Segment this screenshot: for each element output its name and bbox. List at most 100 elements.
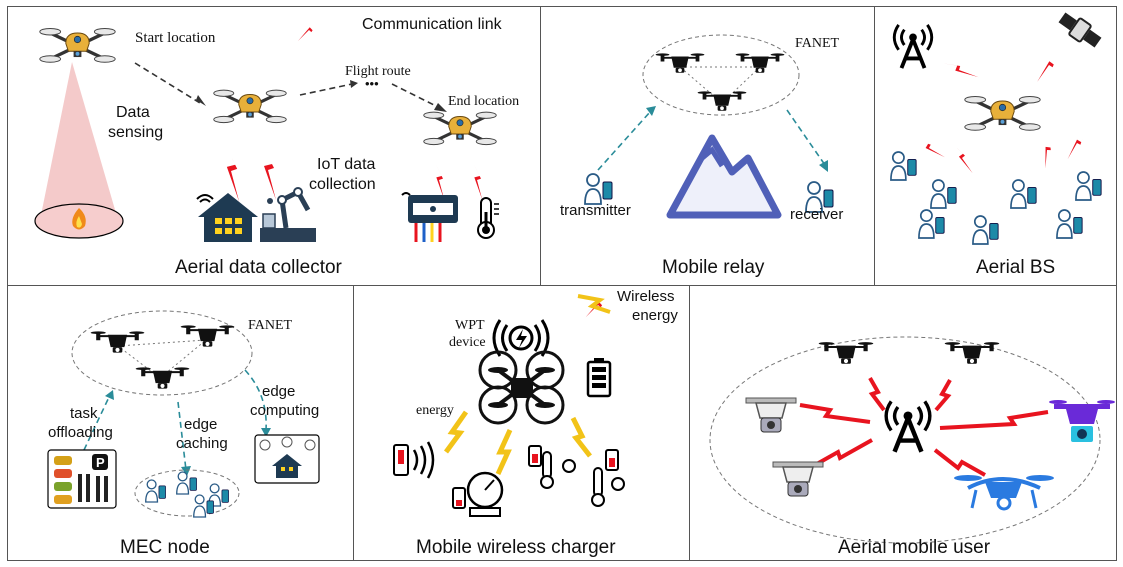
drone-icon [965, 96, 1040, 130]
lightning-icon [260, 140, 276, 200]
downlink-arrow [786, 109, 826, 166]
gauge-icon [452, 471, 504, 517]
uplink-arrow [597, 111, 651, 171]
data-sensing-label-1: Data [116, 104, 150, 121]
iot-label-2: collection [309, 176, 376, 193]
wpt-label-1: WPT [455, 318, 485, 333]
drone-icon [424, 112, 497, 145]
house-icon [196, 193, 258, 242]
user-phone-icon [176, 471, 198, 495]
edge-server-box [254, 434, 320, 484]
data-sensing-label-2: sensing [108, 124, 164, 141]
drone-icon [954, 475, 1054, 511]
caption-mec-node: MEC node [120, 537, 210, 558]
user-phone-icon [584, 173, 613, 205]
lightning-icon [868, 377, 886, 412]
wireless-energy-label-1: Wireless [617, 288, 675, 305]
end-location-label: End location [448, 94, 520, 109]
caption-mobile-wireless-charger: Mobile wireless charger [416, 537, 616, 558]
lightning-icon [933, 448, 986, 477]
user-phone-icon [972, 215, 999, 245]
fanet-cluster [642, 34, 800, 116]
fanet-cluster [71, 310, 253, 396]
lightning-icon [222, 140, 240, 202]
fanet-label: FANET [795, 36, 840, 51]
energy-label: energy [416, 403, 454, 418]
lightning-icon [951, 139, 973, 177]
drone-icon [944, 340, 1000, 366]
drone-icon [745, 397, 797, 433]
wireless-energy-label-2: energy [632, 307, 678, 324]
lightning-icon [934, 379, 952, 412]
battery-icon [586, 358, 612, 398]
task-label-2: offloading [48, 424, 113, 441]
wpt-label-2: device [449, 335, 486, 350]
mountain-icon [666, 134, 782, 219]
lightning-icon [1060, 126, 1094, 160]
lightning-icon [799, 403, 871, 424]
drone-icon [180, 324, 235, 348]
caption-aerial-data-collector: Aerial data collector [175, 257, 342, 278]
lightning-icon [471, 160, 483, 200]
lightning-icon [495, 428, 513, 476]
lightning-icon [570, 416, 592, 458]
wpt-device-icon [492, 319, 550, 357]
lightning-icon [433, 160, 445, 200]
start-location-label: Start location [135, 30, 216, 46]
lightning-icon [814, 438, 873, 467]
user-phone-icon [145, 479, 167, 503]
user-phone-icon [1056, 209, 1083, 239]
caching-label-1: edge [184, 416, 218, 433]
lightning-icon [1030, 48, 1068, 82]
robot-arm-icon [260, 187, 316, 242]
lightning-icon [1036, 131, 1058, 169]
drone-icon [697, 90, 747, 112]
network-area [709, 336, 1101, 544]
iot-label-1: IoT data [317, 156, 376, 173]
car-icon [54, 482, 72, 491]
car-icon [54, 495, 72, 504]
svg-text:•••: ••• [365, 76, 379, 91]
sensor-wave-icon [393, 441, 435, 479]
caption-mobile-relay: Mobile relay [662, 257, 765, 278]
parking-lot: P [47, 449, 117, 509]
antenna-icon [892, 22, 934, 70]
drone-icon [655, 52, 705, 74]
drone-icon [135, 366, 190, 390]
task-label-1: task [70, 405, 98, 422]
thermometer-icon [477, 197, 499, 239]
thermometer-icon [591, 449, 625, 507]
user-phone-icon [890, 151, 917, 181]
car-icon [54, 469, 72, 478]
panel-aerial-mobile-user [689, 285, 1117, 561]
drone-icon [772, 461, 824, 497]
satellite-icon [1058, 12, 1102, 48]
thermometer-icon [528, 445, 576, 489]
drone-icon [1049, 400, 1115, 442]
drone-icon [478, 350, 565, 425]
computing-label-1: edge [262, 383, 296, 400]
lightning-icon [912, 131, 946, 165]
drone-icon [90, 330, 145, 354]
user-phone-icon [918, 209, 945, 239]
user-phone-icon [1075, 171, 1102, 201]
communication-link-icon [294, 19, 324, 41]
computing-label-2: computing [250, 402, 320, 419]
lightning-icon [939, 54, 979, 86]
fanet-label: FANET [248, 318, 293, 333]
drone-icon [735, 52, 785, 74]
user-phone-icon [1010, 179, 1037, 209]
drone-icon [214, 90, 287, 123]
antenna-icon [886, 401, 930, 451]
fire-icon [72, 208, 86, 230]
sensor-box-icon [401, 192, 458, 242]
lightning-icon [939, 410, 1049, 430]
user-phone-icon [930, 179, 957, 209]
drone-icon [40, 28, 115, 62]
caption-aerial-bs: Aerial BS [976, 257, 1056, 278]
svg-text:P: P [96, 455, 105, 470]
legend-communication-link: Communication link [362, 16, 502, 33]
caching-label-2: caching [176, 435, 228, 452]
parking-icon [92, 454, 108, 470]
